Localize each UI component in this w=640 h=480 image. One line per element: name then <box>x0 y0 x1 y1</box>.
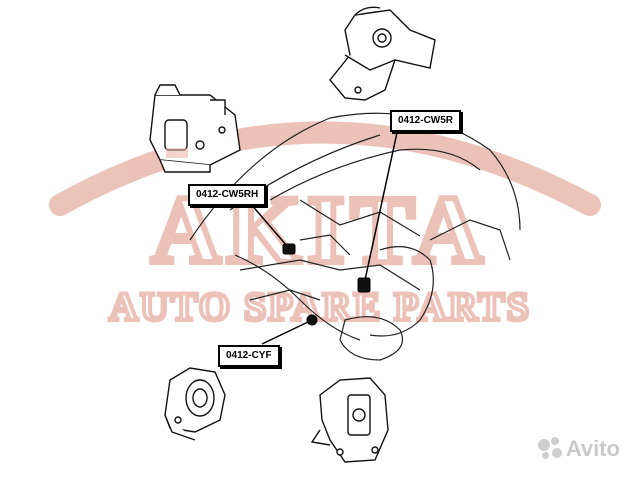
engine-mount-bottom-left <box>164 367 226 441</box>
engine-mount-top-left <box>149 84 241 173</box>
avito-watermark: Avito <box>537 436 620 462</box>
watermark-overlap <box>166 148 188 158</box>
akita-watermark: AKITA AUTO SPARE PARTS <box>49 121 601 331</box>
watermark-arc <box>49 121 601 216</box>
engine-mount-top-right <box>329 6 436 101</box>
avito-logo-icon <box>537 437 562 461</box>
callout-0412-cw5r: 0412-CW5R <box>390 110 462 132</box>
mount-markers <box>282 243 371 326</box>
leader-lines <box>249 127 399 345</box>
avito-label: Avito <box>565 436 620 461</box>
engine-mount-bottom-right <box>310 377 389 463</box>
watermark-tagline-text: AUTO SPARE PARTS <box>109 284 531 329</box>
car-body <box>189 112 521 361</box>
callout-0412-cw5rh: 0412-CW5RH <box>188 184 267 206</box>
callout-0412-cyf: 0412-CYF <box>218 345 280 367</box>
